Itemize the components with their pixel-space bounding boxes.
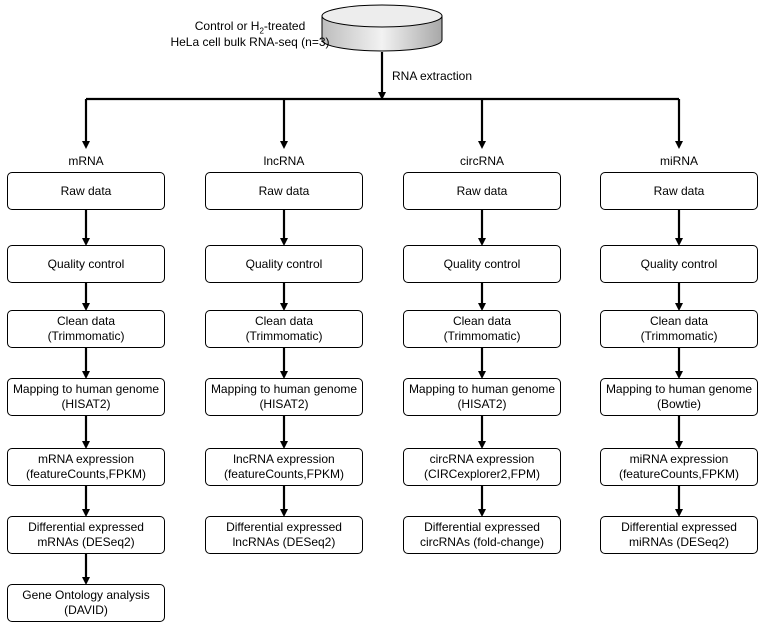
sample-description-text: HeLa cell bulk RNA-seq (n=3) bbox=[170, 35, 330, 49]
step-box: Quality control bbox=[403, 245, 561, 283]
step-box: Clean data(Trimmomatic) bbox=[600, 310, 758, 348]
step-text-line: Raw data bbox=[60, 183, 112, 198]
step-box: Clean data(Trimmomatic) bbox=[7, 310, 165, 348]
sample-source-label: Control or H2-treated HeLa cell bulk RNA… bbox=[150, 18, 350, 50]
step-text-line: mRNAs (DESeq2) bbox=[37, 535, 135, 549]
step-text-line: Quality control bbox=[443, 256, 521, 271]
step-text-line: circRNA expression bbox=[429, 452, 535, 466]
step-text-line: (Trimmomatic) bbox=[245, 329, 323, 343]
step-box: Raw data bbox=[205, 172, 363, 210]
step-box: Raw data bbox=[7, 172, 165, 210]
step-text-line: miRNAs (DESeq2) bbox=[628, 535, 730, 549]
step-text-line: lncRNA expression bbox=[233, 452, 335, 466]
step-box: Quality control bbox=[7, 245, 165, 283]
step-text-line: (DAVID) bbox=[64, 603, 108, 617]
step-text-line: Mapping to human genome bbox=[605, 382, 753, 396]
step-box: miRNA expression(featureCounts,FPKM) bbox=[600, 448, 758, 486]
step-text-line: Differential expressed bbox=[28, 520, 144, 534]
step-box: Mapping to human genome(HISAT2) bbox=[205, 378, 363, 416]
step-text-line: Mapping to human genome bbox=[210, 382, 358, 396]
step-text-line: Quality control bbox=[47, 256, 125, 271]
step-text-line: Differential expressed bbox=[424, 520, 540, 534]
step-text-line: Clean data bbox=[649, 314, 709, 328]
step-text-line: Differential expressed bbox=[621, 520, 737, 534]
step-text-line: lncRNAs (DESeq2) bbox=[232, 535, 336, 549]
step-text-line: Clean data bbox=[56, 314, 116, 328]
step-box: Clean data(Trimmomatic) bbox=[403, 310, 561, 348]
step-text-line: Mapping to human genome bbox=[408, 382, 556, 396]
step-text-line: (featureCounts,FPKM) bbox=[25, 467, 147, 481]
step-text-line: Mapping to human genome bbox=[12, 382, 160, 396]
database-cylinder-icon bbox=[321, 4, 443, 52]
step-text-line: (Trimmomatic) bbox=[443, 329, 521, 343]
step-text-line: (HISAT2) bbox=[61, 397, 111, 411]
step-box: Quality control bbox=[205, 245, 363, 283]
step-box: circRNA expression(CIRCexplorer2,FPM) bbox=[403, 448, 561, 486]
step-box: lncRNA expression(featureCounts,FPKM) bbox=[205, 448, 363, 486]
step-text-line: Raw data bbox=[258, 183, 310, 198]
step-text-line: Raw data bbox=[456, 183, 508, 198]
step-text-line: miRNA expression bbox=[629, 452, 729, 466]
step-text-line: Clean data bbox=[254, 314, 314, 328]
sample-condition-text: Control or H2-treated bbox=[194, 19, 306, 36]
branch-label-2: circRNA bbox=[460, 154, 504, 168]
step-text-line: mRNA expression bbox=[37, 452, 135, 466]
step-text-line: (HISAT2) bbox=[457, 397, 507, 411]
step-box: Quality control bbox=[600, 245, 758, 283]
step-text-line: Quality control bbox=[245, 256, 323, 271]
step-box: Mapping to human genome(Bowtie) bbox=[600, 378, 758, 416]
step-text-line: Gene Ontology analysis bbox=[22, 588, 150, 602]
step-box: Raw data bbox=[403, 172, 561, 210]
step-box: Clean data(Trimmomatic) bbox=[205, 310, 363, 348]
step-text-line: (Trimmomatic) bbox=[640, 329, 718, 343]
branch-label-1: lncRNA bbox=[263, 154, 305, 168]
step-text-line: (Bowtie) bbox=[656, 397, 701, 411]
step-text-line: Clean data bbox=[452, 314, 512, 328]
step-text-line: Differential expressed bbox=[226, 520, 342, 534]
branch-label-0: mRNA bbox=[68, 154, 104, 168]
step-box: Mapping to human genome(HISAT2) bbox=[7, 378, 165, 416]
step-text-line: Raw data bbox=[653, 183, 705, 198]
step-box: Mapping to human genome(HISAT2) bbox=[403, 378, 561, 416]
step-box: mRNA expression(featureCounts,FPKM) bbox=[7, 448, 165, 486]
branch-label-3: miRNA bbox=[660, 154, 698, 168]
step-text-line: (CIRCexplorer2,FPM) bbox=[423, 467, 540, 481]
step-box: Gene Ontology analysis(DAVID) bbox=[7, 584, 165, 622]
step-text-line: circRNAs (fold-change) bbox=[419, 535, 545, 549]
step-text-line: (featureCounts,FPKM) bbox=[223, 467, 345, 481]
step-text-line: (featureCounts,FPKM) bbox=[618, 467, 740, 481]
step-text-line: Quality control bbox=[640, 256, 718, 271]
step-text-line: (Trimmomatic) bbox=[47, 329, 125, 343]
step-text-line: (HISAT2) bbox=[259, 397, 309, 411]
step-box: Raw data bbox=[600, 172, 758, 210]
rna-extraction-label: RNA extraction bbox=[392, 69, 473, 83]
